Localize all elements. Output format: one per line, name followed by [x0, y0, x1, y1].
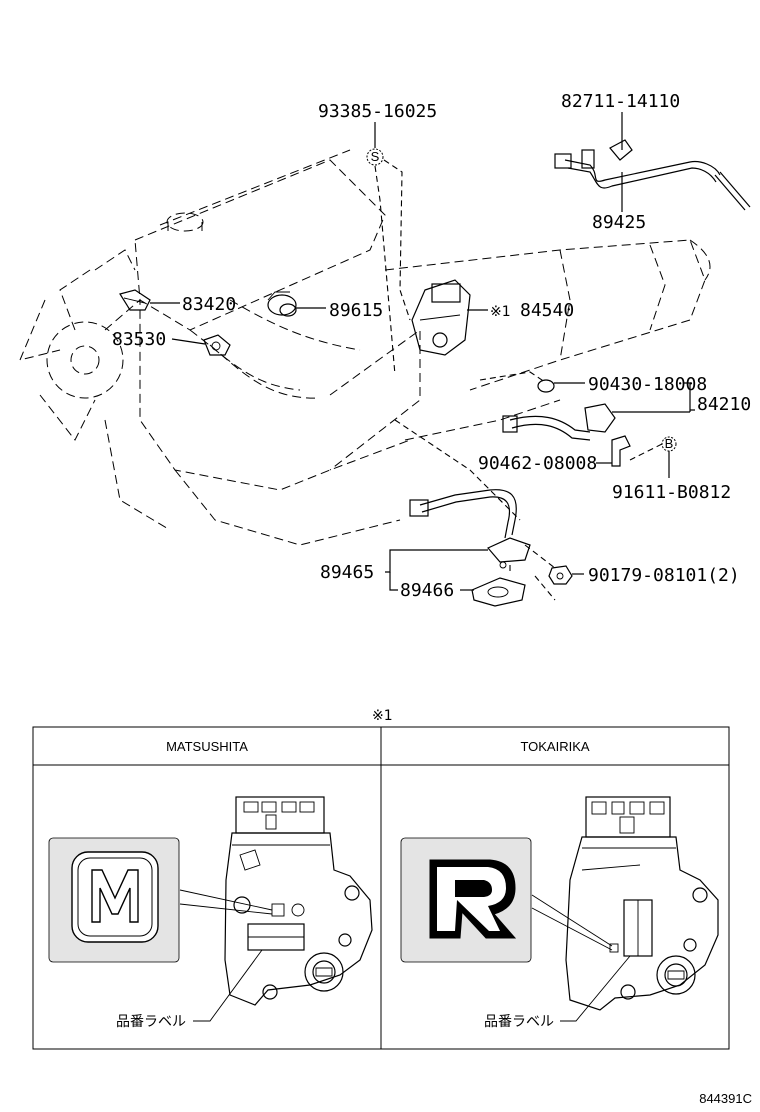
part-90430: 90430-18008 [588, 374, 707, 395]
tokairika-label-text: 品番ラベル [484, 1014, 554, 1030]
clamp-90462 [611, 435, 631, 467]
sensor-83530 [203, 334, 231, 356]
gasket-89466 [471, 577, 526, 607]
svg-text:B: B [665, 436, 674, 451]
circle-b-marker: B [661, 436, 677, 452]
variant-table [32, 726, 730, 1050]
part-89615: 89615 [329, 300, 383, 321]
part-91611: 91611-B0812 [612, 482, 731, 503]
matsushita-switch-drawing [179, 796, 373, 1022]
part-89465: 89465 [320, 562, 374, 583]
circle-s-marker: S [366, 148, 384, 166]
nut-90179 [548, 565, 573, 585]
part-90462: 90462-08008 [478, 453, 597, 474]
variant-ref-mark: ※1 [372, 708, 393, 724]
part-84540-ref: ※1 [490, 304, 511, 320]
part-84210: 84210 [697, 394, 751, 415]
matsushita-logo-box [48, 837, 180, 963]
leader-lines [150, 112, 695, 601]
tokairika-logo-box [400, 837, 532, 963]
part-93385: 93385-16025 [318, 101, 437, 122]
part-89466: 89466 [400, 580, 454, 601]
part-89425: 89425 [592, 212, 646, 233]
variant-left-title: MATSUSHITA [166, 739, 248, 754]
sensor-89615 [267, 291, 297, 317]
matsushita-label-text: 品番ラベル [116, 1014, 186, 1030]
part-84540: 84540 [520, 300, 574, 321]
wire-harness-89425 [554, 139, 751, 211]
variant-right-title: TOKAIRIKA [520, 739, 589, 754]
part-83530: 83530 [112, 329, 166, 350]
sensor-83420 [119, 289, 151, 311]
svg-text:S: S [371, 149, 380, 164]
part-90179: 90179-08101(2) [588, 565, 740, 586]
sensor-89465 [409, 489, 531, 569]
part-83420: 83420 [182, 294, 236, 315]
figure-code: 844391C [699, 1091, 752, 1106]
switch-84210 [502, 379, 616, 441]
switch-84540 [411, 279, 471, 356]
tokairika-switch-drawing [531, 796, 719, 1022]
part-82711: 82711-14110 [561, 91, 680, 112]
